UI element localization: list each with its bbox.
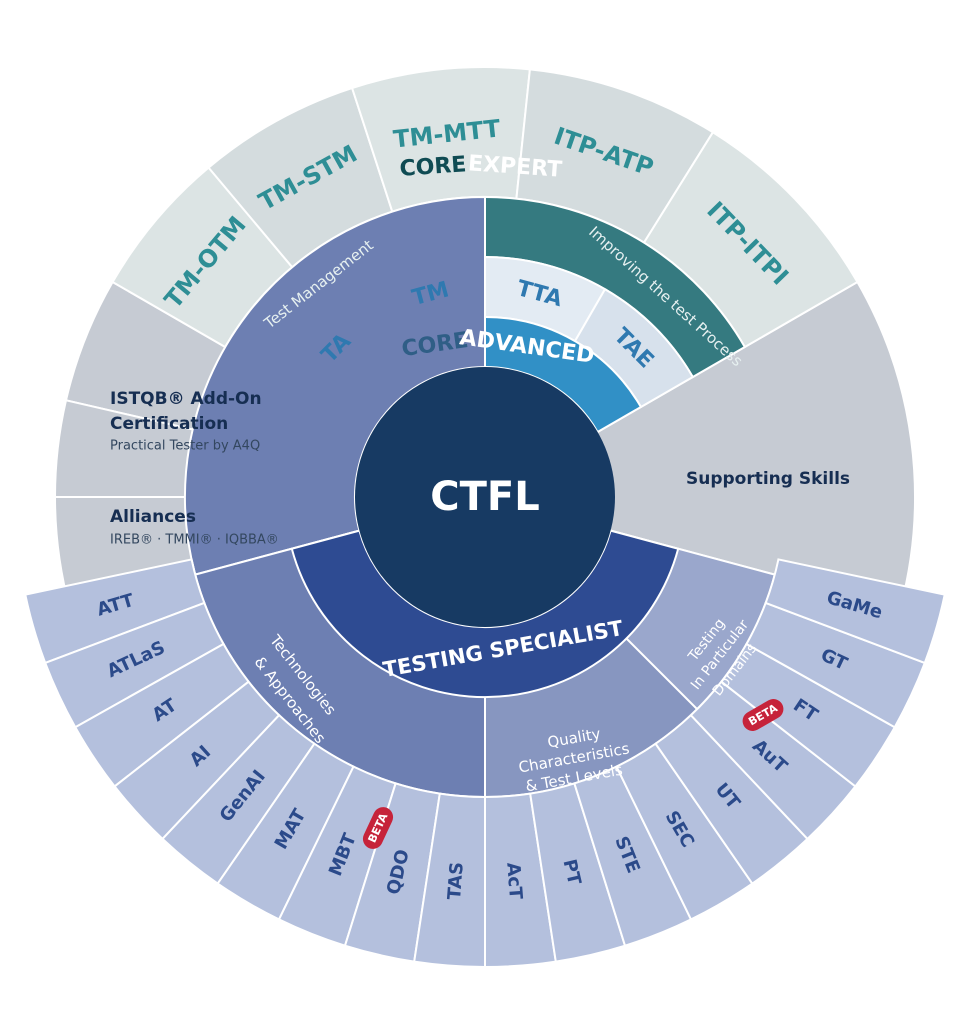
add-on-title-2: Certification [110,414,228,434]
specialist-module-segment [343,782,441,963]
specialist-module-segment [654,713,809,885]
core-expert-word1: CORE [399,152,467,182]
add-on-title-1: ISTQB® Add-On [110,389,262,409]
specialist-module-segment [745,601,927,729]
specialist-module-segment [43,601,225,729]
specialist-module-segment [529,782,627,963]
alliances-title: Alliances [110,507,196,527]
specialist-module-segment [161,713,316,885]
specialist-module-segment [73,642,251,788]
ctfl-label: CTFL [430,474,539,520]
beta-badge-domains [742,699,784,731]
specialist-module-segment [484,792,557,969]
alliances-subtitle: IREB® · TMMI® · IQBBA® [110,533,279,548]
specialist-module-segment [113,680,281,841]
specialist-module-segment [719,642,897,788]
specialist-module-act: AcT [502,862,526,901]
specialist-module-segment [216,742,355,921]
beta-badge-qdo [362,807,394,849]
specialist-module-tas: TAS [444,861,468,900]
specialist-module-segment [573,765,693,947]
specialist-module-segment [277,765,397,947]
supporting-skills-label: Supporting Skills [686,469,850,489]
specialist-module-segment [689,680,857,841]
specialist-module-segment [615,742,754,921]
specialist-module-segment [413,792,486,969]
specialist-module-segment [764,558,946,665]
add-on-subtitle: Practical Tester by A4Q [110,439,260,454]
specialist-module-segment [24,558,206,665]
ctfl-core-circle [355,367,615,627]
